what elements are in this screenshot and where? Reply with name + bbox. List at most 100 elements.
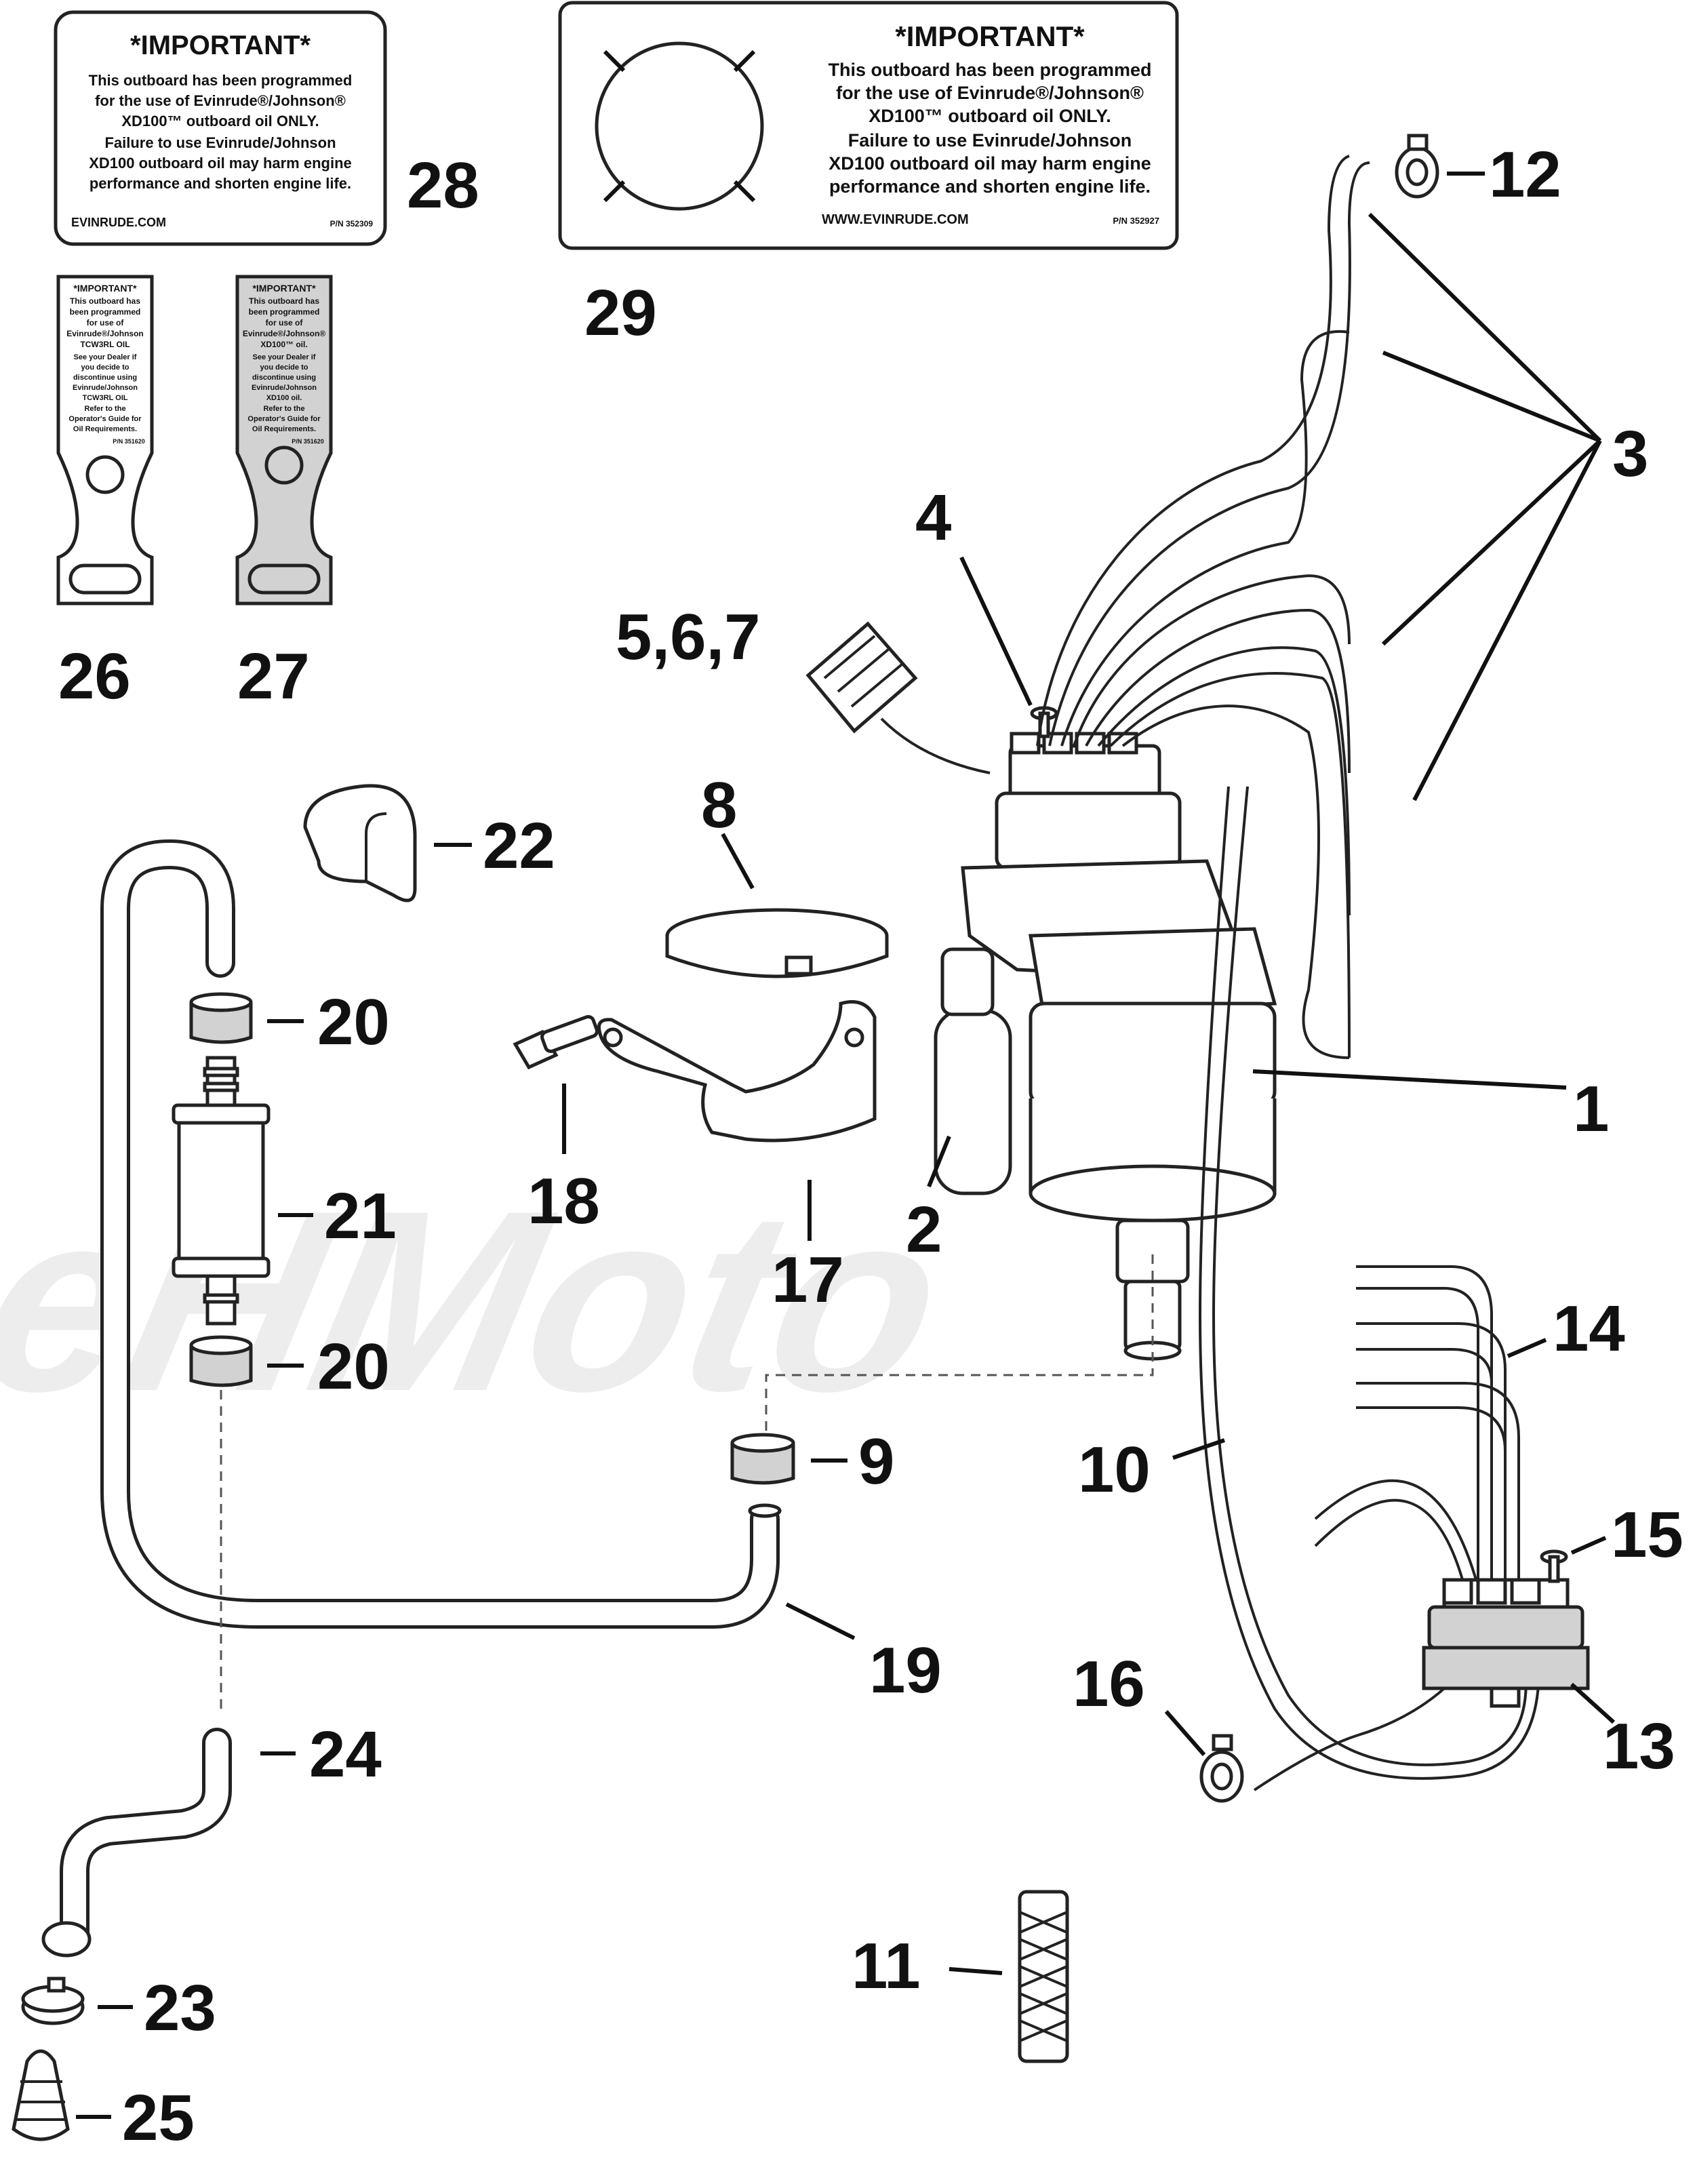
svg-text:See your Dealer if: See your Dealer if (74, 353, 137, 361)
svg-text:P/N 351620: P/N 351620 (292, 438, 324, 445)
callout-5-6-7: 5,6,7 (616, 601, 761, 673)
clip-22 (303, 784, 417, 902)
decal-29-line-5: XD100 outboard oil may harm engine (829, 153, 1151, 174)
callout-23: 23 (144, 1972, 216, 2044)
decal-29-line-1: This outboard has been programmed (828, 60, 1151, 80)
band-8 (665, 908, 889, 978)
svg-text:Refer to the: Refer to the (263, 405, 304, 413)
svg-text:Evinrude/Johnson: Evinrude/Johnson (73, 384, 138, 392)
svg-text:for use of: for use of (87, 318, 125, 327)
callout-29: 29 (584, 277, 657, 349)
tag-27-text: *IMPORTANT* This outboard has been progr… (243, 283, 326, 445)
tag-27 (235, 275, 333, 605)
callout-15: 15 (1611, 1498, 1683, 1571)
decal-28-line-5: XD100 outboard oil may harm engine (89, 155, 352, 172)
svg-text:P/N 351620: P/N 351620 (113, 438, 145, 445)
decal-28-line-3: XD100™ outboard oil ONLY. (121, 113, 319, 130)
svg-text:XD100™ oil.: XD100™ oil. (260, 340, 307, 349)
hoses-14 (1314, 1265, 1520, 1587)
decal-29-line-2: for the use of Evinrude®/Johnson® (836, 83, 1144, 103)
decal-29-part-number: P/N 352927 (1113, 216, 1159, 226)
svg-text:for use of: for use of (266, 318, 304, 327)
screw-15 (1540, 1549, 1568, 1583)
svg-text:Operator's Guide for: Operator's Guide for (247, 415, 321, 423)
callout-18: 18 (527, 1165, 600, 1237)
callout-10: 10 (1078, 1433, 1151, 1506)
callout-21: 21 (324, 1180, 397, 1252)
manifold-13 (1422, 1578, 1590, 1708)
callout-24: 24 (309, 1718, 382, 1791)
svg-text:Evinrude/Johnson: Evinrude/Johnson (252, 384, 317, 392)
svg-text:Operator's Guide for: Operator's Guide for (68, 415, 142, 423)
callout-13: 13 (1603, 1710, 1675, 1783)
callout-26: 26 (58, 640, 131, 713)
callout-14: 14 (1553, 1292, 1625, 1365)
bracket-17 (597, 1000, 877, 1143)
callout-9: 9 (858, 1425, 894, 1498)
connector-5-6-7 (805, 621, 991, 774)
hoses-3 (1036, 155, 1370, 1059)
decal-29-website: WWW.EVINRUDE.COM (822, 212, 969, 227)
callout-19: 19 (869, 1634, 942, 1707)
fitting-25 (12, 2049, 70, 2141)
hose-19 (100, 839, 782, 1629)
svg-text:TCW3RL OIL: TCW3RL OIL (82, 394, 127, 402)
callout-12: 12 (1489, 138, 1561, 211)
ring-16 (1199, 1734, 1244, 1803)
callout-17: 17 (772, 1244, 844, 1316)
callout-25: 25 (122, 2082, 195, 2154)
callout-3: 3 (1612, 418, 1648, 490)
svg-text:See your Dealer if: See your Dealer if (253, 353, 316, 361)
svg-text:you decide to: you decide to (260, 363, 308, 372)
clamp-23 (21, 1977, 85, 2025)
clamp-20-upper (189, 992, 253, 1044)
filter-screen-11 (1018, 1890, 1069, 2063)
callout-1: 1 (1573, 1073, 1609, 1145)
svg-text:been programmed: been programmed (249, 307, 320, 317)
tag-26-text: *IMPORTANT* This outboard has been progr… (66, 283, 145, 445)
oil-symbol-icon (595, 41, 764, 211)
callout-20-lower: 20 (317, 1330, 390, 1403)
clamp-9 (730, 1433, 795, 1485)
decal-29-line-4: Failure to use Evinrude/Johnson (848, 130, 1132, 151)
decal-29-line-6: performance and shorten engine life. (829, 176, 1151, 197)
svg-text:Refer to the: Refer to the (84, 405, 125, 413)
callout-2: 2 (906, 1193, 942, 1266)
hose-10 (1198, 786, 1540, 1791)
decal-28-line-2: for the use of Evinrude®/Johnson® (95, 92, 346, 109)
svg-text:been programmed: been programmed (70, 307, 141, 317)
callout-8: 8 (701, 769, 737, 841)
tag-26 (56, 275, 154, 605)
callout-4: 4 (915, 481, 951, 554)
svg-text:XD100 oil.: XD100 oil. (266, 394, 302, 402)
clamp-20-lower (189, 1335, 253, 1387)
decal-28-line-4: Failure to use Evinrude/Johnson (104, 134, 336, 151)
svg-text:Oil Requirements.: Oil Requirements. (73, 425, 137, 433)
callout-27: 27 (237, 640, 310, 713)
decal-28-line-1: This outboard has been programmed (89, 72, 353, 89)
decal-28-part-number: P/N 352309 (330, 219, 374, 229)
svg-text:Evinrude®/Johnson: Evinrude®/Johnson (66, 329, 144, 338)
svg-text:AeHMoto: AeHMoto (0, 1157, 966, 1445)
decal-28-title: *IMPORTANT* (130, 31, 311, 60)
callout-22: 22 (483, 810, 555, 882)
decal-28-website: EVINRUDE.COM (71, 216, 166, 229)
svg-text:you decide to: you decide to (81, 363, 129, 372)
screw-18 (513, 1014, 599, 1070)
svg-text:Evinrude®/Johnson®: Evinrude®/Johnson® (243, 329, 326, 338)
svg-text:Oil Requirements.: Oil Requirements. (252, 425, 316, 433)
callout-28: 28 (407, 149, 479, 222)
decal-28: *IMPORTANT* This outboard has been progr… (54, 10, 387, 246)
callout-20-upper: 20 (317, 986, 390, 1058)
watermark-logo: AeHMoto (0, 1157, 966, 1445)
decal-29: *IMPORTANT* This outboard has been progr… (558, 1, 1179, 250)
hose-24 (41, 1728, 232, 1958)
svg-text:*IMPORTANT*: *IMPORTANT* (73, 283, 137, 294)
ring-12 (1395, 134, 1439, 199)
decal-28-line-6: performance and shorten engine life. (89, 175, 351, 192)
fuel-filter-21 (172, 1056, 271, 1326)
svg-text:This outboard has: This outboard has (249, 296, 319, 306)
decal-29-title: *IMPORTANT* (895, 20, 1085, 52)
decal-29-line-3: XD100™ outboard oil ONLY. (869, 106, 1111, 126)
